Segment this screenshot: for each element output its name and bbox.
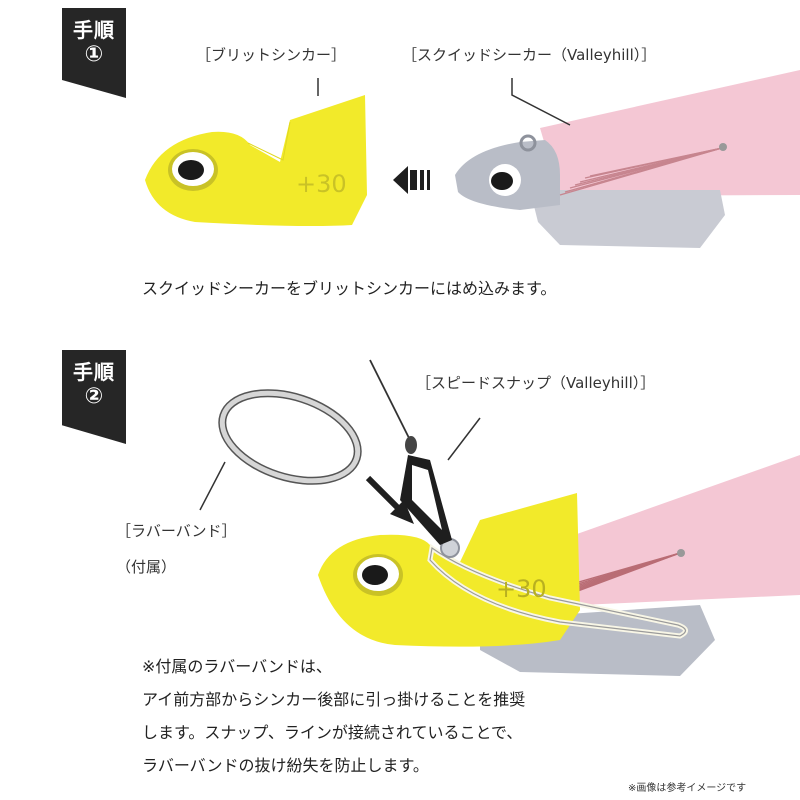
squid-body-step2 [560, 455, 800, 605]
squid-fins-step1 [559, 147, 723, 196]
bullet-eye-step2 [362, 565, 388, 585]
label-rubber-band: ［ラバーバンド］ [116, 522, 237, 540]
squid-body-step1 [540, 70, 800, 196]
note-line-1: ※付属のラバーバンドは、 [142, 657, 332, 676]
leader-line-squid [511, 78, 571, 126]
note-line-3: します。スナップ、ラインが接続されていることで、 [142, 723, 523, 742]
squid-belly-step1 [530, 190, 725, 248]
insert-arrow-icon [393, 166, 430, 194]
rubber-band-outline [429, 546, 687, 637]
eye-ring-step1 [519, 134, 537, 152]
bullet-sinker-step1 [145, 95, 367, 226]
squid-tip-step2 [677, 549, 685, 557]
bullet-eye-step1 [178, 160, 204, 180]
leader-line-band [199, 461, 226, 511]
band-arrow-icon [365, 475, 414, 524]
footnote: ※画像は参考イメージです [628, 783, 747, 794]
note-line-4: ラバーバンドの抜け紛失を防止します。 [142, 756, 429, 775]
label-rubber-band-sub: （付属） [116, 558, 177, 576]
speed-snap [400, 436, 452, 545]
bullet-sinker-notch-step1 [247, 121, 291, 161]
label-speed-snap: ［スピードスナップ（Valleyhill）］ [416, 374, 656, 392]
leader-line-snap [447, 417, 481, 461]
step2-note: ※付属のラバーバンドは、 アイ前方部からシンカー後部に引っ掛けることを推奨 しま… [142, 650, 525, 782]
step1-caption: スクイッドシーカーをブリットシンカーにはめ込みます。 [142, 279, 557, 298]
step2-badge-number: ② [84, 384, 104, 409]
sinker-mark-step2: +30 [496, 575, 547, 603]
sinker-mark-step1: +30 [296, 170, 347, 198]
fishing-line [369, 359, 411, 441]
grey-eye-step1 [491, 172, 513, 190]
rubber-band-loop-inner [219, 390, 361, 484]
step1-badge-number: ① [84, 42, 104, 67]
step2-badge-title: 手順 [73, 360, 115, 384]
squid-tip-step1 [719, 143, 727, 151]
note-line-2: アイ前方部からシンカー後部に引っ掛けることを推奨 [142, 690, 526, 709]
label-bullet-sinker: ［ブリットシンカー］ [196, 46, 347, 64]
label-squid-seeker: ［スクイッドシーカー（Valleyhill）］ [402, 46, 657, 64]
step1-badge-title: 手順 [73, 18, 115, 42]
